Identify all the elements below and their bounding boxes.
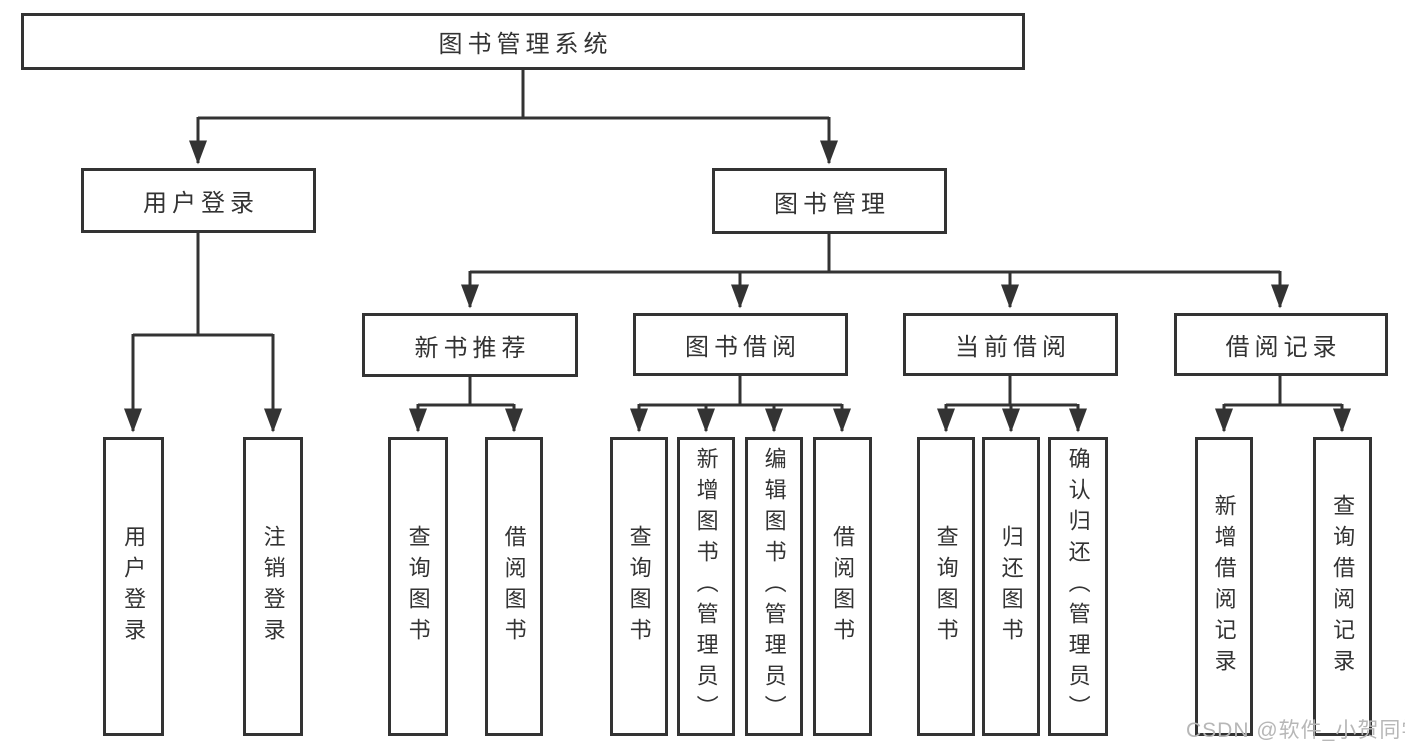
node-borrow-records: 借阅记录 <box>1174 313 1388 376</box>
leaf-logout: 注销登录 <box>243 437 303 736</box>
connector-borrow-records-branch <box>1224 376 1342 407</box>
leaf-cb-return-book: 归还图书 <box>982 437 1040 736</box>
connector-current-borrow-branch <box>946 376 1077 407</box>
leaf-cb-query-book: 查询图书 <box>917 437 975 736</box>
node-user-login: 用户登录 <box>81 168 316 233</box>
connector-root-branch <box>198 70 829 120</box>
leaf-cb-confirm-return-admin: 确认归还（管理员） <box>1048 437 1108 736</box>
node-root: 图书管理系统 <box>21 13 1025 70</box>
leaf-bb-edit-book-admin: 编辑图书（管理员） <box>745 437 803 736</box>
leaf-br-query-record: 查询借阅记录 <box>1313 437 1372 736</box>
leaf-user-login: 用户登录 <box>103 437 164 736</box>
leaf-bb-add-book-admin: 新增图书（管理员） <box>677 437 735 736</box>
node-current-borrow: 当前借阅 <box>903 313 1118 376</box>
csdn-watermark: CSDN @软件_小贺同学 <box>1186 719 1405 742</box>
leaf-bb-borrow-book: 借阅图书 <box>813 437 872 736</box>
leaf-br-add-record: 新增借阅记录 <box>1195 437 1253 736</box>
connector-book-borrow-branch <box>639 376 842 407</box>
node-new-book-rec: 新书推荐 <box>362 313 578 377</box>
connector-book-mgmt-branch <box>470 234 1280 274</box>
leaf-nbr-query-book: 查询图书 <box>388 437 448 736</box>
leaf-bb-query-book: 查询图书 <box>610 437 668 736</box>
node-book-borrow: 图书借阅 <box>633 313 848 376</box>
node-book-mgmt: 图书管理 <box>712 168 947 234</box>
connector-user-login-branch <box>133 232 273 337</box>
leaf-nbr-borrow-book: 借阅图书 <box>485 437 543 736</box>
connector-new-book-rec-branch <box>418 377 514 407</box>
